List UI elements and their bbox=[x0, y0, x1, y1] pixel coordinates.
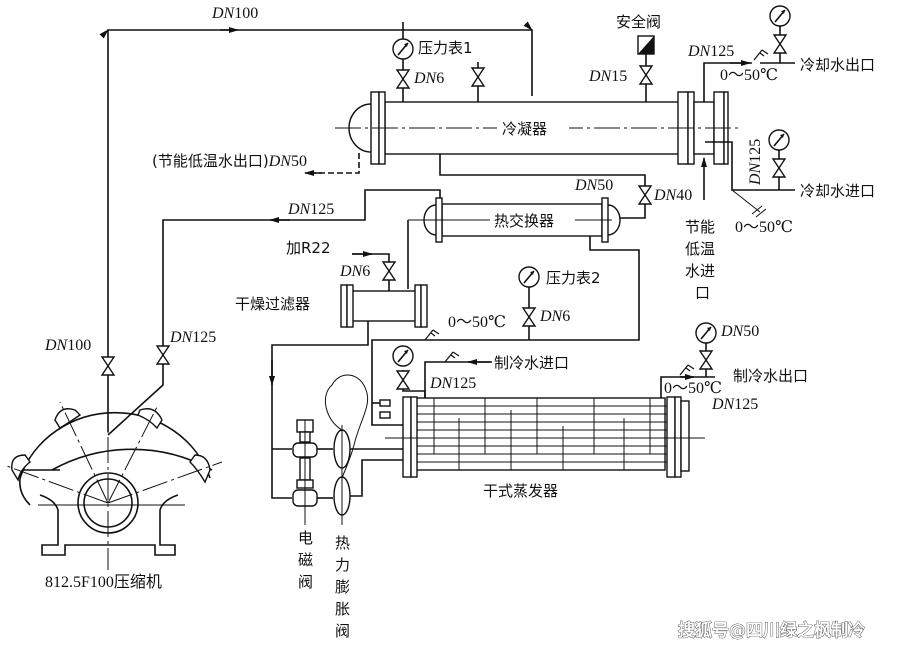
chilled-water-in-label: 制冷水进口 bbox=[494, 354, 569, 372]
expansion-valve[interactable] bbox=[324, 374, 368, 525]
chilled-water-out-gauge-icon bbox=[695, 322, 717, 344]
cooling-water-out-label: 冷却水出口 bbox=[800, 56, 875, 74]
chilled-out-thermometer-icon bbox=[679, 364, 695, 376]
cooling-water-in-label: 冷却水进口 bbox=[800, 182, 875, 200]
valves-to-evaporator-pipe bbox=[350, 448, 405, 497]
dn40-valve[interactable] bbox=[638, 185, 652, 205]
compressor-label: 812.5F100压缩机 bbox=[45, 573, 162, 591]
energy-saving-label-3: 水进 bbox=[685, 262, 715, 280]
chilled-water-in-gauge-icon bbox=[392, 345, 414, 367]
expansion-label-5: 阀 bbox=[335, 622, 350, 640]
pressure-gauge-2-icon bbox=[518, 266, 540, 288]
solenoid-label-1: 电 bbox=[298, 529, 313, 547]
suction-pipe bbox=[107, 189, 441, 436]
heat-exchanger bbox=[408, 197, 621, 243]
watermark: 搜狐号@四川绿之枫制冷 bbox=[678, 620, 865, 641]
discharge-valve[interactable] bbox=[101, 356, 115, 376]
chilled-gauge-valve-label: DN50 bbox=[720, 323, 759, 340]
chilled-in-thermometer-icon bbox=[444, 351, 460, 363]
compressor bbox=[3, 400, 223, 570]
gauge-1-valve-label: DN6 bbox=[413, 70, 444, 87]
chilled-water-in-valve[interactable] bbox=[396, 370, 410, 390]
evaporator-label: 干式蒸发器 bbox=[483, 482, 558, 500]
discharge-pipe-label: DN100 bbox=[211, 5, 258, 22]
cooling-water-in-temp: 0～50℃ bbox=[735, 219, 793, 236]
charge-valve[interactable] bbox=[382, 261, 396, 281]
cooling-water-in-valve[interactable] bbox=[772, 158, 786, 178]
cooling-water-out-valve[interactable] bbox=[773, 34, 787, 54]
heat-exchanger-label: 热交换器 bbox=[494, 212, 554, 230]
chilled-water-out-valve[interactable] bbox=[699, 350, 713, 370]
chilled-water-in-size: DN125 bbox=[429, 375, 476, 392]
solenoid-label-3: 阀 bbox=[298, 573, 313, 591]
evaporator bbox=[385, 396, 705, 478]
energy-saving-label-4: 口 bbox=[695, 284, 710, 302]
energy-saving-label-2: 低温 bbox=[685, 240, 715, 258]
dryer-filter-label: 干燥过滤器 bbox=[235, 295, 310, 313]
energy-saving-label-1: 节能 bbox=[685, 218, 715, 236]
gauge-2-valve-label: DN6 bbox=[539, 308, 570, 325]
hx-valve-label: DN40 bbox=[653, 187, 692, 204]
dryer-filter bbox=[340, 284, 428, 328]
safety-valve-label: 安全阀 bbox=[616, 13, 661, 31]
chilled-water-out-temp: 0～50℃ bbox=[664, 380, 722, 397]
charge-valve-label: DN6 bbox=[339, 263, 370, 280]
solenoid-label-2: 磁 bbox=[298, 551, 313, 569]
cooling-water-in-size: DN125 bbox=[747, 139, 764, 186]
condenser-liquid-pipe bbox=[439, 154, 646, 219]
pressure-gauge-1-icon bbox=[392, 38, 414, 60]
pressure-gauge-2-label: 压力表2 bbox=[546, 269, 601, 287]
solenoid-valve[interactable] bbox=[292, 419, 318, 525]
add-refrigerant-label: 加R22 bbox=[286, 239, 331, 257]
expansion-label-3: 膨 bbox=[335, 578, 350, 596]
suction-valve-label: DN125 bbox=[169, 329, 216, 346]
cooling-water-in-pipe bbox=[705, 141, 795, 191]
dryer-to-valves-pipe bbox=[271, 321, 369, 499]
suction-valve[interactable] bbox=[156, 345, 170, 365]
safety-valve[interactable] bbox=[639, 65, 653, 85]
cooling-water-out-gauge-icon bbox=[769, 5, 791, 27]
liquid-temp-label: 0～50℃ bbox=[448, 314, 506, 331]
cooling-water-out-temp: 0～50℃ bbox=[720, 67, 778, 84]
thermometer-icon bbox=[753, 49, 769, 61]
gauge-1-valve[interactable] bbox=[396, 69, 410, 89]
pressure-gauge-1-label: 压力表1 bbox=[418, 39, 473, 57]
cooling-water-out-size: DN125 bbox=[687, 43, 734, 60]
expansion-label-4: 胀 bbox=[335, 600, 350, 618]
discharge-pipe bbox=[99, 21, 533, 432]
expansion-label-1: 热 bbox=[335, 534, 350, 552]
cooling-water-in-gauge-icon bbox=[768, 129, 790, 151]
hx-to-evaporator-pipe bbox=[371, 236, 640, 426]
expansion-label-2: 力 bbox=[335, 556, 350, 574]
chilled-water-out-size: DN125 bbox=[711, 396, 758, 413]
energy-saving-water-out-pipe bbox=[312, 153, 360, 174]
condenser-label: 冷凝器 bbox=[502, 120, 547, 138]
suction-pipe-label: DN125 bbox=[287, 201, 334, 218]
chilled-water-out-label: 制冷水出口 bbox=[733, 367, 808, 385]
condenser-vent-valve[interactable] bbox=[471, 67, 485, 87]
condenser-to-hx-label: DN50 bbox=[574, 177, 613, 194]
safety-valve-size: DN15 bbox=[588, 68, 627, 85]
energy-saving-water-out-label: (节能低温水出口)DN50 bbox=[152, 152, 307, 170]
chilled-water-out-pipe bbox=[660, 376, 715, 398]
liquid-thermometer-icon bbox=[424, 329, 440, 341]
discharge-valve-label: DN100 bbox=[44, 337, 91, 354]
gauge-2-valve[interactable] bbox=[522, 307, 536, 327]
